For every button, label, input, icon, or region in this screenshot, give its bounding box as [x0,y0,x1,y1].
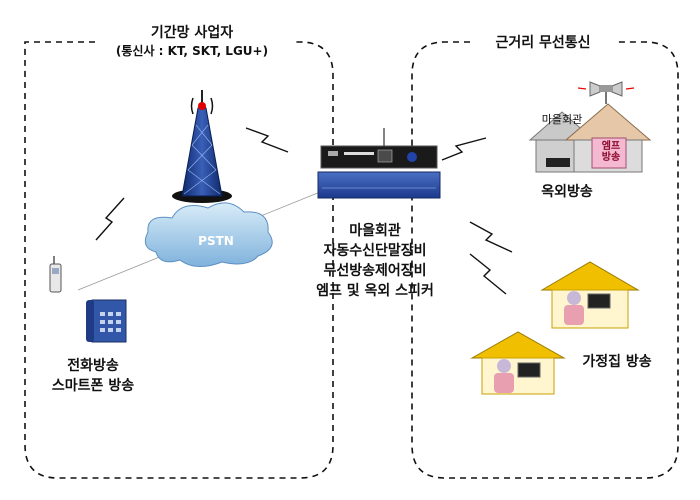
village-hall-icon [528,103,652,173]
village-hall-sign: 마을회관 [541,113,583,126]
outdoor-broadcast-label: 옥외방송 [541,184,593,200]
home-icon [470,331,566,395]
amp-sign-line: 엠프 [601,141,621,152]
short-range-region-title: 근거리 무선통신 [495,35,591,51]
pstn-cloud-icon [144,202,273,267]
phone-line: 전화방송 [67,358,119,374]
amp-sign-line: 방송 [601,152,621,163]
wireless-link-icon [95,127,513,295]
short-range-region [411,41,679,479]
loudspeaker-icon [577,81,635,104]
home-broadcast-label: 가정집 방송 [582,354,652,370]
mobile-phone-icon [49,256,62,293]
desk-phone-icon [86,299,127,343]
carrier-names: (통신사 : KT, SKT, LGU+) [115,44,269,58]
center-line: 자동수신단말장비 [323,243,427,259]
phone-line: 스마트폰 방송 [51,378,135,394]
phone-broadcast-label: 전화방송 스마트폰 방송 [28,356,158,396]
center-line: 무선방송제어장비 [323,263,427,279]
pstn-label: PSTN [198,234,234,248]
cell-tower-icon [172,90,232,203]
center-equipment-label: 마을회관 자동수신단말장비 무선방송제어장비 엠프 및 옥외 스피커 [300,221,450,301]
home-icon [540,261,640,329]
amp-sign: 엠프 방송 [596,141,626,163]
broadcast-equipment-icon [317,128,441,199]
carrier-region-title: 기간망 사업자 [150,25,234,41]
center-line: 마을회관 [349,223,401,239]
center-line: 엠프 및 옥외 스피커 [316,283,434,299]
